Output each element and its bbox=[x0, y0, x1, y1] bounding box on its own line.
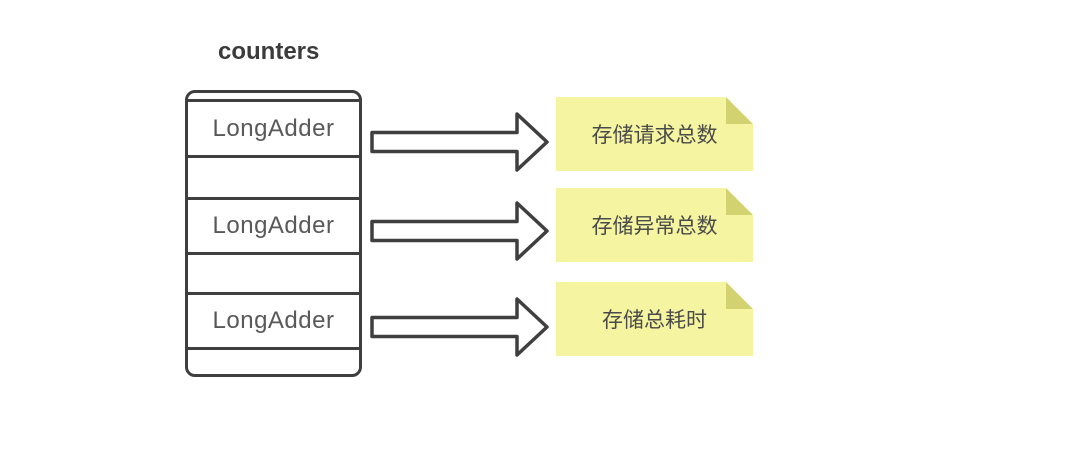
stack-cell-longadder-1: LongAdder bbox=[188, 102, 359, 158]
right-arrow-icon bbox=[370, 201, 549, 261]
diagram-title: counters bbox=[218, 38, 320, 65]
right-arrow-icon bbox=[370, 112, 549, 172]
folded-corner-icon bbox=[726, 97, 753, 124]
stack-cell-longadder-2: LongAdder bbox=[188, 200, 359, 255]
cell-label: LongAdder bbox=[212, 307, 335, 334]
stack-cell-longadder-3: LongAdder bbox=[188, 295, 359, 350]
folded-corner-icon bbox=[726, 188, 753, 215]
stack-top-band bbox=[188, 93, 359, 102]
stack-bottom-band bbox=[188, 350, 359, 374]
counters-stack: LongAdder LongAdder LongAdder bbox=[185, 90, 362, 377]
sticky-note-3: 存储总耗时 bbox=[556, 282, 753, 356]
sticky-note-2: 存储异常总数 bbox=[556, 188, 753, 262]
folded-corner-icon bbox=[726, 282, 753, 309]
right-arrow-icon bbox=[370, 297, 549, 357]
cell-label: LongAdder bbox=[212, 114, 335, 142]
cell-label: LongAdder bbox=[212, 212, 335, 239]
stack-cell-empty-1 bbox=[188, 158, 359, 200]
sticky-note-label: 存储总耗时 bbox=[602, 309, 707, 332]
sticky-note-1: 存储请求总数 bbox=[556, 97, 753, 171]
stack-cell-empty-2 bbox=[188, 255, 359, 295]
sticky-note-label: 存储请求总数 bbox=[591, 124, 718, 147]
sticky-note-label: 存储异常总数 bbox=[591, 215, 718, 238]
